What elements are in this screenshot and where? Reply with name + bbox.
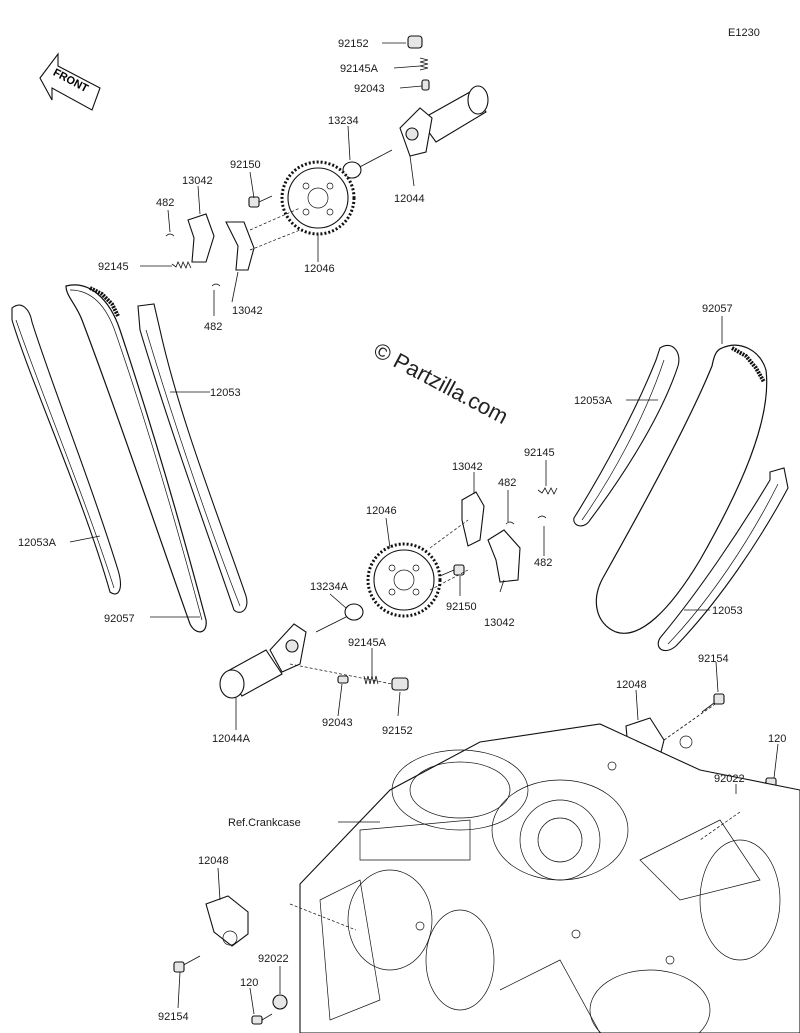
label-12046-top: 12046: [304, 263, 335, 275]
watermark: © Partzilla.com: [370, 337, 513, 429]
tensioner-12048-left: [205, 895, 249, 947]
camshaft-12044A: [219, 623, 307, 699]
label-12053: 12053: [210, 387, 241, 399]
chain-guide-12053-right: [657, 467, 789, 652]
leader-lines: [69, 42, 779, 1015]
label-482-top: 482: [156, 197, 174, 209]
pin-92043-top: [421, 79, 430, 91]
label-482-r2: 482: [534, 557, 552, 569]
rear-camshaft-assembly: [219, 487, 558, 699]
cap-92152-top: [407, 35, 423, 49]
weight-13042-top-a: [187, 213, 215, 263]
label-12048-right: 12048: [616, 679, 647, 691]
label-120-right: 120: [768, 733, 786, 745]
washer-92022-left: [272, 994, 288, 1010]
chain-92057-right: [595, 344, 768, 634]
clip-482-mid: [211, 283, 221, 287]
diagram-code: E1230: [728, 27, 760, 39]
spring-92145A-top: [419, 57, 429, 71]
clip-482-r1: [505, 521, 515, 525]
label-13234A: 13234A: [310, 581, 349, 593]
chain-guide-12053A-right: [573, 344, 680, 527]
crankcase-reference: [289, 723, 800, 1033]
label-12044: 12044: [394, 193, 425, 205]
label-92022-right: 92022: [714, 773, 745, 785]
label-13042-mid: 13042: [232, 305, 263, 317]
label-92022-left: 92022: [258, 953, 289, 965]
label-92043-top: 92043: [354, 83, 385, 95]
label-12053A-left: 12053A: [18, 537, 57, 549]
bolt-120-left: [251, 1013, 273, 1025]
weight-13042-top-b: [225, 221, 255, 271]
label-ref-crankcase: Ref.Crankcase: [228, 817, 301, 829]
label-92145A-mid: 92145A: [348, 637, 387, 649]
bolt-92154-right: [701, 693, 725, 713]
label-13042-r2: 13042: [484, 617, 515, 629]
label-92145-right: 92145: [524, 447, 555, 459]
cap-92152-mid: [391, 677, 409, 691]
label-12053A-right: 12053A: [574, 395, 613, 407]
label-12046-mid: 12046: [366, 505, 397, 517]
right-chain-guides: [573, 344, 789, 652]
label-13234: 13234: [328, 115, 359, 127]
label-12048-left: 12048: [198, 855, 229, 867]
chain-92057-left: [65, 284, 207, 633]
chain-guide-12053A-left: [11, 304, 121, 595]
clip-482-r2: [537, 515, 547, 519]
bolt-92150-mid: [439, 564, 465, 577]
label-92145A-top: 92145A: [340, 63, 379, 75]
sprocket-12046-top: [280, 160, 356, 236]
label-482-r1: 482: [498, 477, 516, 489]
label-92150-top: 92150: [230, 159, 261, 171]
label-12053-right: 12053: [712, 605, 743, 617]
label-92057-left: 92057: [104, 613, 135, 625]
label-120-left: 120: [240, 977, 258, 989]
weight-13042-r1: [461, 491, 485, 547]
weight-13042-r2: [487, 529, 521, 583]
label-13042-top: 13042: [182, 175, 213, 187]
spring-92145-left: [171, 260, 192, 270]
left-chain-guides: [11, 284, 248, 633]
shaft-13234: [342, 149, 393, 179]
chain-guide-12053-left: [137, 303, 248, 613]
label-482-mid: 482: [204, 321, 222, 333]
label-92152-mid: 92152: [382, 725, 413, 737]
front-arrow-icon: FRONT: [39, 52, 101, 111]
label-92154-right: 92154: [698, 653, 729, 665]
sprocket-12046-mid: [366, 542, 442, 618]
label-13042-r1: 13042: [452, 461, 483, 473]
clip-482-top: [165, 233, 175, 237]
label-92057-right: 92057: [702, 303, 733, 315]
upper-camshaft-assembly: [165, 35, 489, 287]
label-92154-left: 92154: [158, 1011, 189, 1023]
bolt-92154-left: [173, 955, 201, 973]
shaft-13234A: [315, 603, 364, 633]
label-92145-left: 92145: [98, 261, 129, 273]
bolt-92150-top: [248, 195, 273, 208]
spring-92145-right: [537, 487, 558, 495]
part-labels: 92152 92145A 92043 13234 12044 92150 130…: [18, 38, 786, 1023]
label-92152-top: 92152: [338, 38, 369, 50]
pin-92043-mid: [337, 675, 349, 684]
label-92150-mid: 92150: [446, 601, 477, 613]
label-92043-mid: 92043: [322, 717, 353, 729]
label-12044A: 12044A: [212, 733, 251, 745]
camshaft-12044: [399, 85, 489, 157]
